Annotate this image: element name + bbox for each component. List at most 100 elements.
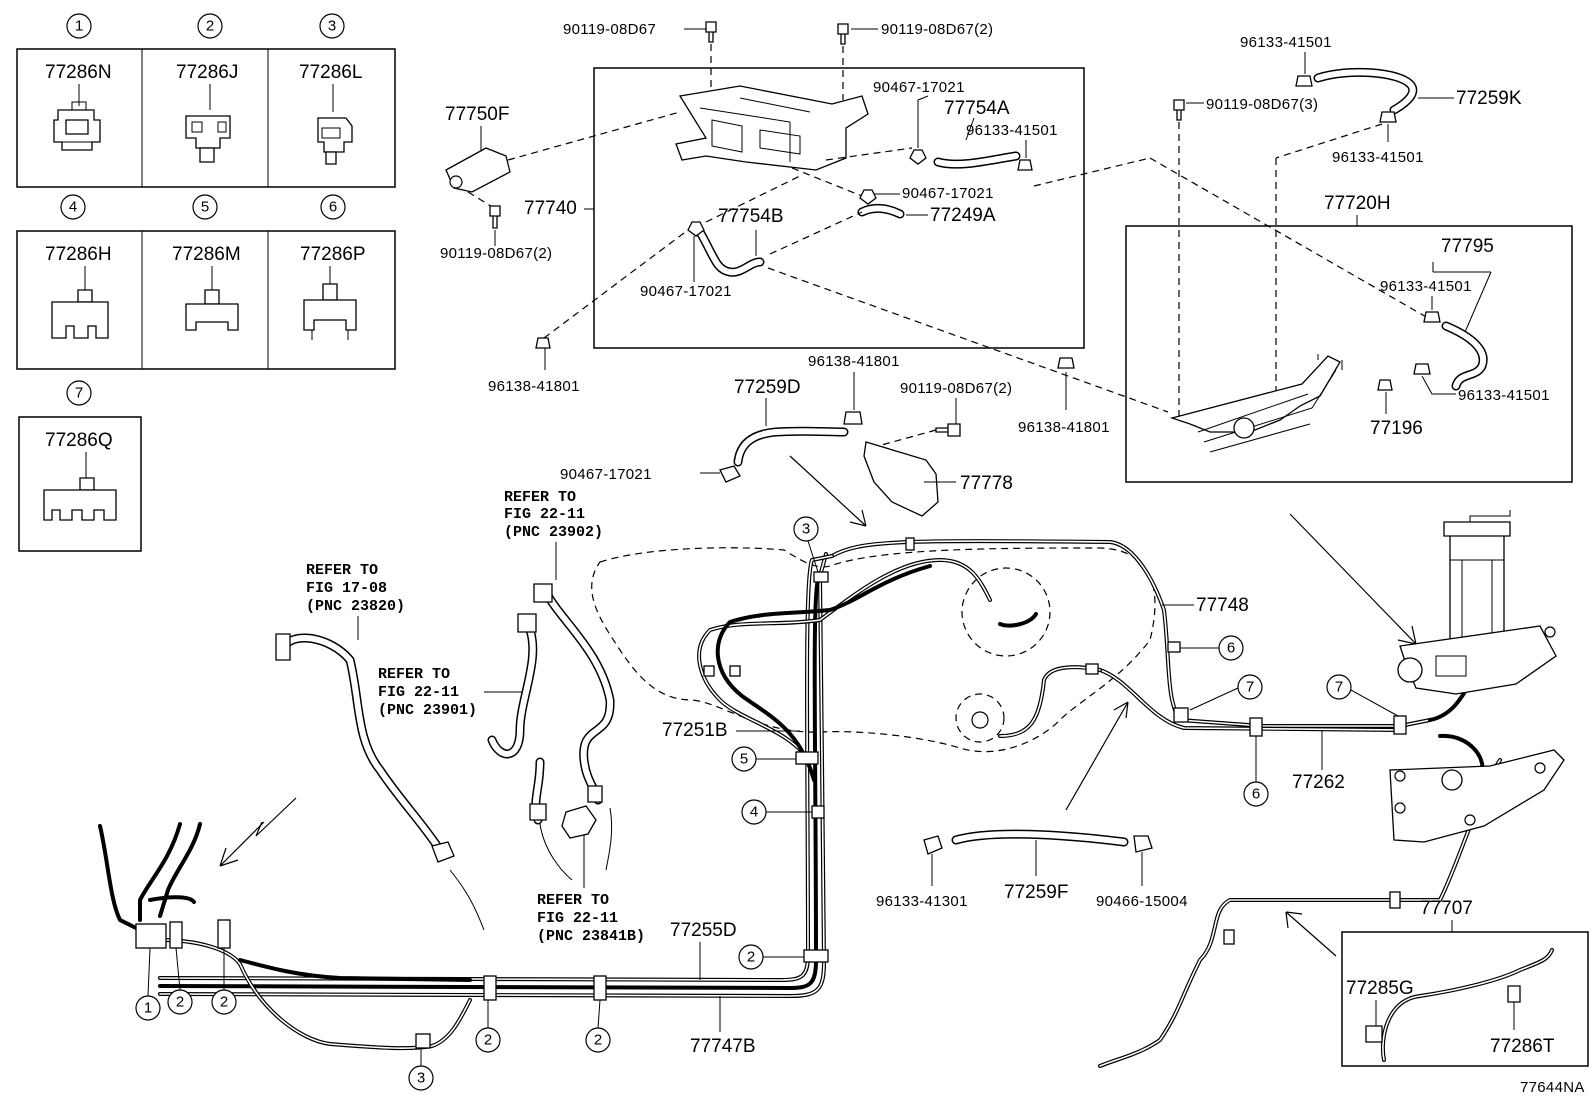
clip-1-marker	[135, 923, 167, 949]
note-pnc-23841b: REFER TO FIG 22-11 (PNC 23841B)	[537, 832, 645, 945]
clip-5-marker	[795, 751, 819, 765]
svg-text:(PNC 23820): (PNC 23820)	[306, 598, 405, 615]
bolt-90119-08d67-label: 90119-08D67	[563, 21, 656, 38]
clip-icon-77286l	[317, 84, 353, 165]
svg-text:4: 4	[750, 804, 758, 821]
bolt-90119-08d67-2-lower-label: 90119-08D67(2)	[440, 245, 552, 262]
bracket-77750f-label: 77750F	[445, 104, 509, 125]
svg-text:2: 2	[220, 994, 228, 1011]
clip-icon-77286m	[185, 266, 239, 331]
clip-77286t-label: 77286T	[1490, 1036, 1555, 1057]
clip-7-marker	[1173, 707, 1189, 723]
refer-hoses	[275, 583, 615, 931]
bracket-77720h-icon	[1169, 354, 1343, 453]
view-arrows	[219, 455, 1417, 957]
arrow-icon	[1289, 513, 1417, 645]
legend-part-5: 77286M	[172, 244, 241, 265]
hose-77259d: 77259D 90467-17021	[560, 377, 849, 483]
clip-icon-77286h	[51, 266, 109, 339]
hose-77754b-label: 77754B	[718, 206, 784, 227]
tube-77748-label: 77748	[1196, 595, 1249, 616]
svg-text:1: 1	[144, 1000, 152, 1017]
tube-77707-group: 77707 77285G 77286T	[1341, 898, 1589, 1067]
callout-3-bottom: 3	[408, 1048, 434, 1091]
callout-7-b: 7	[1326, 674, 1399, 717]
svg-text:FIG 22-11: FIG 22-11	[504, 506, 585, 523]
callout-circles: 3 6 7 7 6 5 4	[135, 516, 1399, 1091]
callout-2-bottom-3: 2	[475, 1000, 501, 1053]
arrow-icon	[1285, 911, 1337, 957]
callout-7-a: 7	[1189, 674, 1263, 711]
bracket-77750f-icon	[445, 147, 511, 193]
clip-icon-77286q	[43, 452, 117, 521]
svg-text:6: 6	[329, 199, 337, 216]
legend-box-row-1	[16, 48, 396, 188]
hose-77259f-group: 96133-41301 77259F 90466-15004	[876, 829, 1188, 910]
svg-text:FIG 22-11: FIG 22-11	[537, 910, 618, 927]
clamp-icon	[1413, 363, 1431, 375]
note-pnc-23820: REFER TO FIG 17-08 (PNC 23820)	[306, 562, 405, 640]
callout-5: 5	[731, 746, 796, 772]
clip-90467-17021-hose-label: 90467-17021	[560, 466, 652, 483]
clip-2-bot-marker	[483, 975, 497, 1001]
legend-circle-5: 5	[192, 194, 218, 220]
tube-77707-box	[1341, 931, 1589, 1067]
svg-text:(PNC 23841B): (PNC 23841B)	[537, 928, 645, 945]
callout-3-top: 3	[793, 516, 819, 573]
clamp-96133-41501-box-r-label: 96133-41501	[1380, 278, 1472, 295]
clip-icon	[859, 189, 877, 205]
svg-text:6: 6	[1252, 786, 1260, 803]
clamp-96138-41801-right: 96138-41801	[1018, 357, 1109, 436]
hose-77259k-label: 77259K	[1456, 88, 1522, 109]
callout-2-bottom-4: 2	[585, 999, 611, 1053]
clip-6b-marker	[1249, 717, 1263, 737]
shield-77778-label: 77778	[960, 473, 1013, 494]
hose-77259k-icon	[1313, 67, 1418, 115]
hose-77249a-icon	[857, 203, 905, 219]
svg-text:REFER TO: REFER TO	[504, 489, 576, 506]
arrow-icon	[789, 455, 867, 527]
clip-90467-17021-top-label: 90467-17021	[873, 79, 965, 96]
svg-text:REFER TO: REFER TO	[306, 562, 378, 579]
hose-77249a-label: 77249A	[930, 205, 996, 226]
clamp-96133-41501-box-label: 96133-41501	[966, 122, 1058, 139]
clip-77196-label: 77196	[1370, 418, 1423, 439]
clamp-90466-15004-label: 90466-15004	[1096, 893, 1188, 910]
tube-77262-label: 77262	[1292, 772, 1345, 793]
callout-6-a: 6	[1180, 635, 1244, 661]
clip-90467-17021-lower-label: 90467-17021	[640, 283, 732, 300]
clip-icon	[687, 221, 705, 237]
svg-text:3: 3	[802, 521, 810, 538]
svg-text:3: 3	[417, 1070, 425, 1087]
clip-icon-77286j	[185, 84, 231, 163]
note-pnc-23901: REFER TO FIG 22-11 (PNC 23901)	[378, 666, 522, 719]
hose-77754a-label: 77754A	[944, 98, 1010, 119]
legend-box-row-3	[18, 416, 142, 552]
note-pnc-23902: REFER TO FIG 22-11 (PNC 23902)	[504, 489, 603, 580]
clip-4-marker	[811, 805, 825, 819]
legend-circle-3: 3	[319, 13, 345, 39]
hose-77754a-icon	[933, 151, 1021, 169]
callout-2-bottom-2: 2	[211, 948, 237, 1015]
clamp-96133-41501-box-r2-label: 96133-41501	[1458, 387, 1550, 404]
clamp-96138-41801-center: 96138-41801	[808, 353, 899, 425]
svg-text:7: 7	[1246, 679, 1254, 696]
svg-text:(PNC 23901): (PNC 23901)	[378, 702, 477, 719]
svg-text:4: 4	[69, 199, 77, 216]
svg-text:5: 5	[740, 751, 748, 768]
callout-2-mid: 2	[738, 944, 804, 970]
svg-text:2: 2	[747, 949, 755, 966]
svg-text:2: 2	[594, 1032, 602, 1049]
bolt-90119-08d67-3-label: 90119-08D67(3)	[1206, 96, 1318, 113]
clip-2-marker	[803, 949, 829, 963]
hose-77754b-icon	[695, 227, 765, 277]
arrow-icon	[219, 821, 265, 867]
line-labels: 77748 77251B 77262 77255D 77747B	[662, 595, 1345, 1057]
legend-circle-7: 7	[66, 380, 92, 406]
tube-77255d-label: 77255D	[670, 920, 737, 941]
canister-77740-label: 77740	[524, 198, 577, 219]
legend-part-2: 77286J	[176, 62, 238, 83]
hose-77259d-label: 77259D	[734, 377, 801, 398]
legend-part-7: 77286Q	[45, 430, 113, 451]
